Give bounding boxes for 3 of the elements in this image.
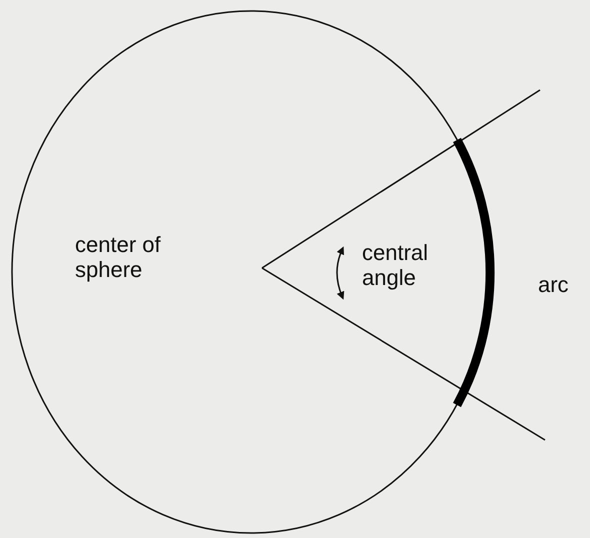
arc-label: arc (538, 272, 569, 297)
angle-label: central angle (362, 240, 430, 290)
center-label: center of sphere (75, 232, 162, 282)
